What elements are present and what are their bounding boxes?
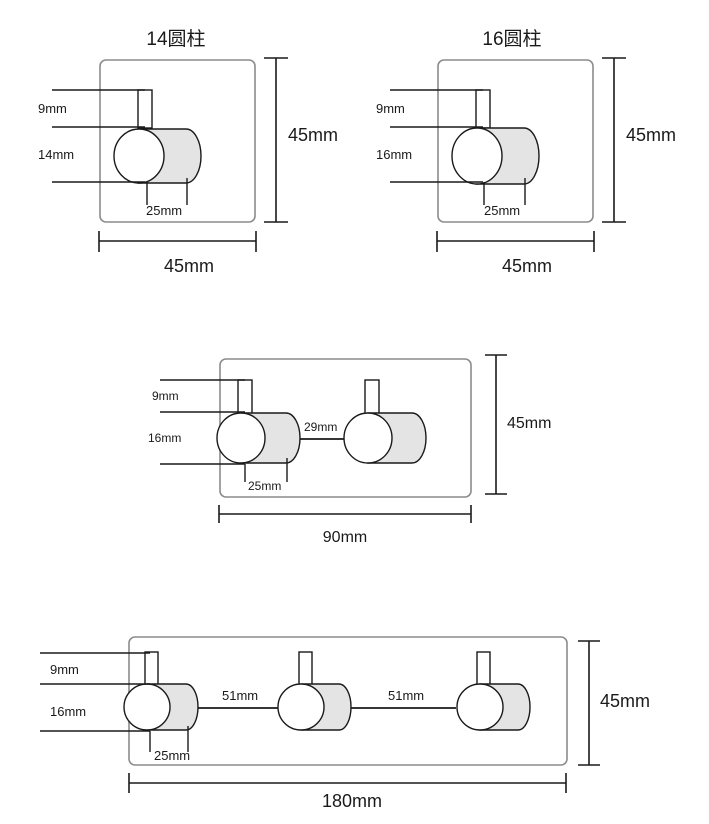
hook-stem <box>137 89 153 129</box>
spacing-label: 51mm <box>222 688 258 703</box>
spacing-label: 29mm <box>304 420 337 434</box>
depth-label: 25mm <box>154 748 190 763</box>
hook <box>123 651 199 731</box>
back-plate <box>437 59 594 223</box>
diagram-title: 16圆柱 <box>482 28 541 50</box>
hook <box>456 651 531 731</box>
hook-stem <box>476 651 491 686</box>
stem-label: 9mm <box>50 662 79 677</box>
height-label: 45mm <box>507 415 551 432</box>
hook-stem <box>364 379 380 415</box>
hook-stem <box>298 651 313 686</box>
depth-label: 25mm <box>248 479 281 493</box>
height-label: 45mm <box>626 125 676 145</box>
diameter-label: 14mm <box>38 147 74 162</box>
depth-label: 25mm <box>146 203 182 218</box>
hook-stem <box>237 379 253 415</box>
diameter-label: 16mm <box>376 147 412 162</box>
hook-cap <box>113 128 165 184</box>
stem-label: 9mm <box>376 101 405 116</box>
hook-cap <box>277 683 325 731</box>
hook-cap <box>343 412 393 464</box>
hook-cap <box>451 127 503 185</box>
back-plate <box>99 59 256 223</box>
hook <box>277 651 352 731</box>
width-label: 90mm <box>323 529 367 546</box>
hook-stem <box>144 651 159 686</box>
height-label: 45mm <box>288 125 338 145</box>
diameter-label: 16mm <box>148 431 181 445</box>
hook <box>451 89 540 185</box>
hook-cap <box>216 412 266 464</box>
diagram-14-cylinder: 14圆柱 9mm 14mm 25mm 45mm 45mm <box>38 28 338 276</box>
hook <box>113 89 202 184</box>
stem-label: 9mm <box>152 389 179 403</box>
hook-cap <box>123 683 171 731</box>
diagram-title: 14圆柱 <box>146 28 205 50</box>
stem-label: 9mm <box>38 101 67 116</box>
diagram-16-cylinder: 16圆柱 9mm 16mm 25mm 45mm 45mm <box>376 28 676 276</box>
diagram-double-hook: 9mm 16mm 25mm 29mm 45mm 90mm <box>148 354 551 546</box>
hook-stem <box>475 89 491 129</box>
diagram-triple-hook: 9mm 16mm 25mm 51mm 51mm 45mm 180mm <box>40 636 650 811</box>
height-label: 45mm <box>600 691 650 711</box>
depth-label: 25mm <box>484 203 520 218</box>
width-label: 45mm <box>502 256 552 276</box>
spacing-label: 51mm <box>388 688 424 703</box>
width-label: 180mm <box>322 791 382 811</box>
width-label: 45mm <box>164 256 214 276</box>
hook <box>216 379 301 464</box>
diameter-label: 16mm <box>50 704 86 719</box>
hook <box>343 379 427 464</box>
hook-cap <box>456 683 504 731</box>
